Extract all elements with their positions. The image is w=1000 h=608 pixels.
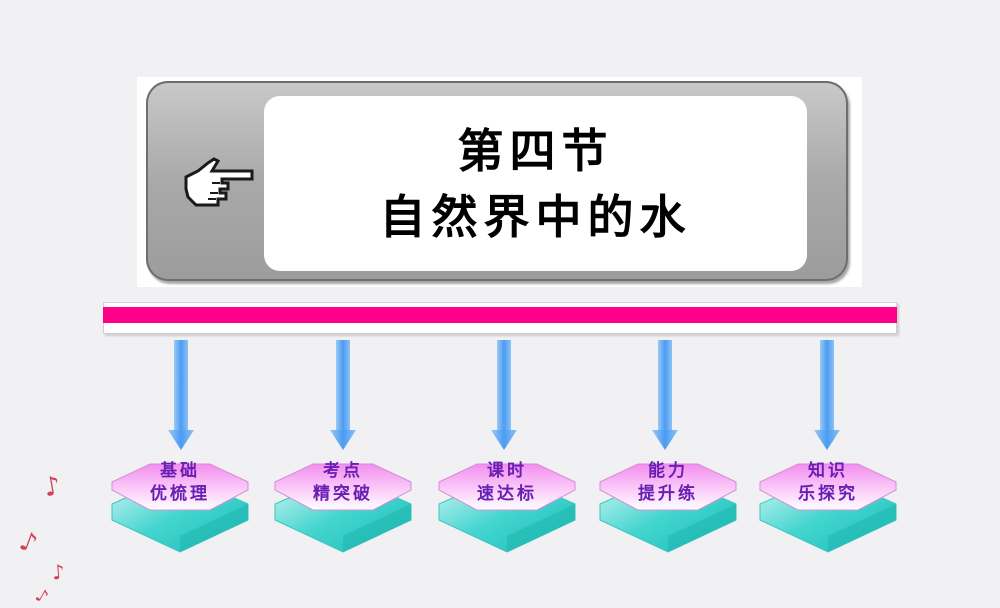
down-arrow-icon <box>814 340 840 450</box>
tile-label-line1: 基础 <box>160 461 200 481</box>
down-arrow-icon <box>491 340 517 450</box>
pink-bar <box>103 307 897 323</box>
tile-label-line2: 速达标 <box>477 484 537 504</box>
tile-label-line1: 考点 <box>323 461 363 481</box>
layered-tile-icon <box>111 463 249 553</box>
layered-tile-icon <box>274 463 412 553</box>
layered-tile-icon <box>759 463 897 553</box>
menu-tile-key-points[interactable]: 考点 精突破 <box>273 458 413 558</box>
layered-tile-icon <box>438 463 576 553</box>
tile-label-line1: 知识 <box>808 461 848 481</box>
title-banner: 第四节 自然界中的水 <box>137 77 862 287</box>
tile-label-line2: 优梳理 <box>150 484 210 504</box>
music-note-icon: ♪ <box>15 526 42 560</box>
tile-label-line1: 能力 <box>648 461 688 481</box>
down-arrow-icon <box>168 340 194 450</box>
title-panel: 第四节 自然界中的水 <box>146 81 848 281</box>
music-note-icon: ♪ <box>31 584 52 608</box>
menu-tile-ability[interactable]: 能力 提升练 <box>598 458 738 558</box>
section-title: 自然界中的水 <box>379 189 692 244</box>
tile-label-line2: 精突破 <box>313 484 373 504</box>
music-note-icon: ♪ <box>50 559 66 585</box>
layered-tile-icon <box>599 463 737 553</box>
divider-bar <box>103 302 897 334</box>
down-arrow-icon <box>652 340 678 450</box>
section-number: 第四节 <box>457 123 614 178</box>
tile-label-line2: 提升练 <box>638 484 698 504</box>
music-note-icon: ♪ <box>41 470 64 504</box>
down-arrow-icon <box>330 340 356 450</box>
tile-label-line2: 乐探究 <box>798 484 858 504</box>
menu-tile-basics[interactable]: 基础 优梳理 <box>110 458 250 558</box>
menu-tile-lesson-practice[interactable]: 课时 速达标 <box>437 458 577 558</box>
pointing-hand-icon <box>184 157 254 207</box>
tile-label-line1: 课时 <box>487 461 527 481</box>
title-text-box: 第四节 自然界中的水 <box>264 96 807 271</box>
menu-tile-knowledge[interactable]: 知识 乐探究 <box>758 458 898 558</box>
